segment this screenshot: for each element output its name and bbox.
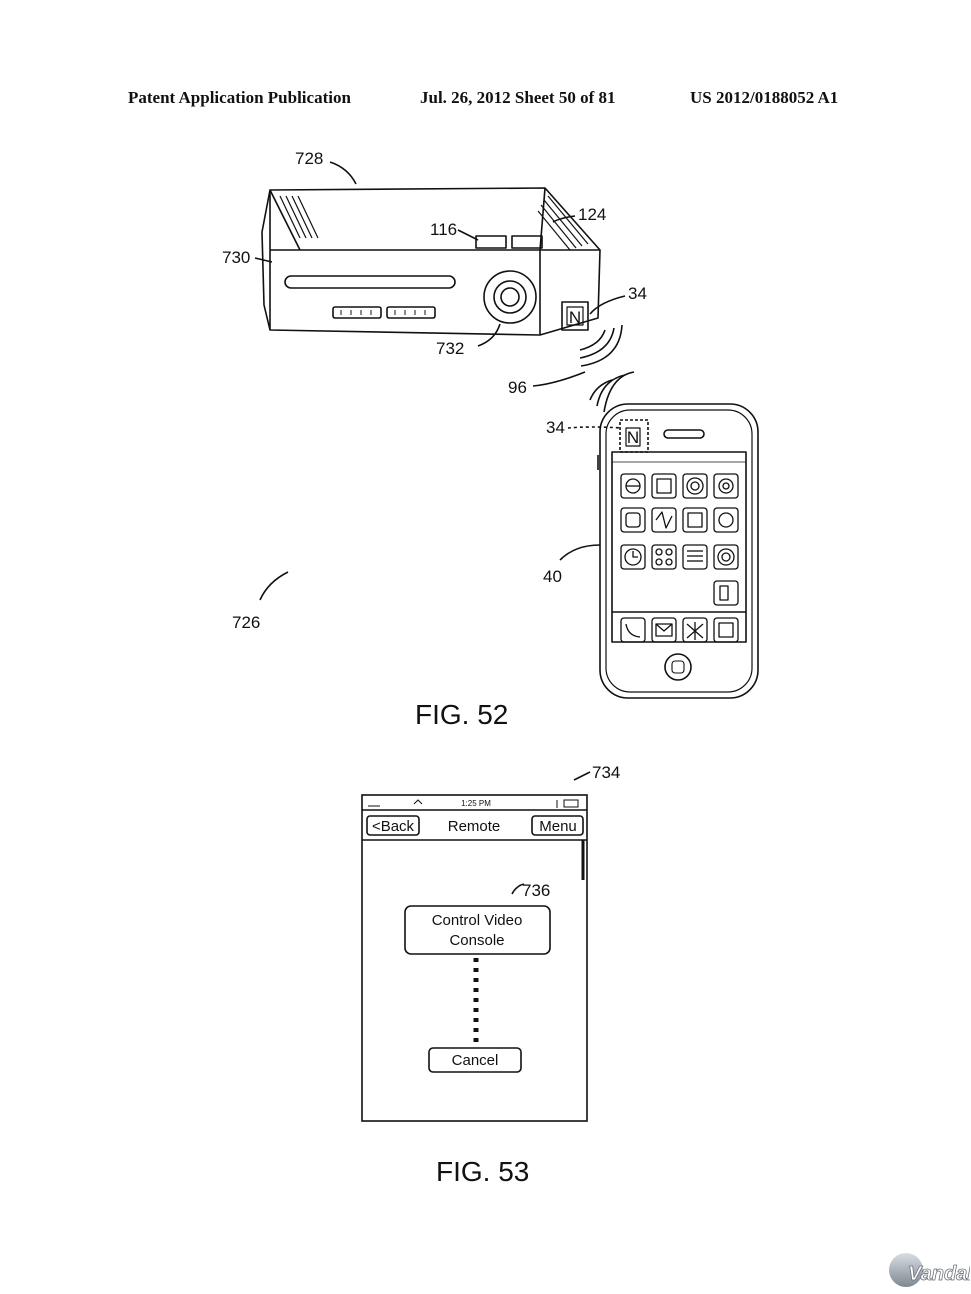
header-right: US 2012/0188052 A1: [690, 88, 839, 107]
disc-slot: [284, 275, 456, 289]
app-icon: [651, 544, 677, 570]
app-icon: [620, 507, 646, 533]
console-button: [511, 235, 543, 249]
ref-40: 40: [543, 567, 562, 586]
leader-728: [329, 161, 357, 185]
ref-728: 728: [295, 149, 323, 168]
ref-96: 96: [508, 378, 527, 397]
app-icon: [682, 544, 708, 570]
power-ring: [483, 270, 537, 324]
cancel-label: Cancel: [452, 1052, 499, 1069]
console-nfc-letter: N: [569, 308, 581, 327]
status-time: 1:25 PM: [461, 799, 491, 808]
nfc-tag-console: [561, 301, 589, 331]
app-icon: [713, 544, 739, 570]
control-button-line2: Console: [449, 932, 504, 949]
app-icon: [682, 507, 708, 533]
ref-124: 124: [578, 205, 606, 224]
menu-label: Menu: [539, 818, 577, 835]
ref-726: 726: [232, 613, 260, 632]
app-icon: [713, 580, 739, 606]
figure-52-caption: FIG. 52: [415, 699, 508, 730]
figure-53-caption: FIG. 53: [436, 1156, 529, 1187]
browser-icon: [682, 617, 708, 643]
phone-nfc-letter: N: [627, 428, 639, 447]
menu-button[interactable]: [531, 815, 584, 836]
app-icon: [682, 473, 708, 499]
vent: [537, 195, 589, 251]
phone-icon: [620, 617, 646, 643]
app-icon: [651, 507, 677, 533]
app-icon: [620, 473, 646, 499]
mobile-device: [597, 403, 759, 699]
video-console: [261, 187, 601, 336]
control-video-console-button[interactable]: [404, 905, 551, 955]
cancel-button[interactable]: [428, 1047, 522, 1073]
ref-736: 736: [522, 881, 550, 900]
app-icon: [713, 507, 739, 533]
mail-icon: [651, 617, 677, 643]
ref-116: 116: [430, 220, 457, 239]
ref-34-console: 34: [628, 284, 647, 303]
header-middle: Jul. 26, 2012 Sheet 50 of 81: [420, 88, 616, 107]
remote-screen: [361, 794, 588, 1122]
leader-734: [573, 771, 591, 781]
speaker-grille: [663, 429, 705, 439]
header-left: Patent Application Publication: [128, 88, 351, 107]
control-button-line1: Control Video: [432, 912, 523, 929]
ref-34-phone: 34: [546, 418, 565, 437]
ref-734: 734: [592, 763, 620, 782]
figure-53: 1:25 PM <Back Remote Menu Control Video …: [361, 763, 620, 1187]
figure-52: N N 728 116 124 730 732 34 96 34 40 726 …: [222, 149, 759, 730]
app-icon: [651, 473, 677, 499]
back-button[interactable]: [366, 815, 420, 836]
media-icon: [713, 617, 739, 643]
watermark-text: Vandal: [908, 1263, 970, 1285]
app-icon: [713, 473, 739, 499]
vandal-logo: Vandal: [889, 1253, 970, 1287]
logo-orb-icon: [889, 1253, 923, 1287]
back-label: <Back: [372, 818, 415, 835]
ref-732: 732: [436, 339, 464, 358]
ref-730: 730: [222, 248, 250, 267]
wireless-signal: [579, 324, 635, 413]
app-icon: [620, 544, 646, 570]
home-button-icon: [664, 653, 692, 681]
console-button: [475, 235, 507, 249]
nav-title: Remote: [448, 818, 501, 835]
